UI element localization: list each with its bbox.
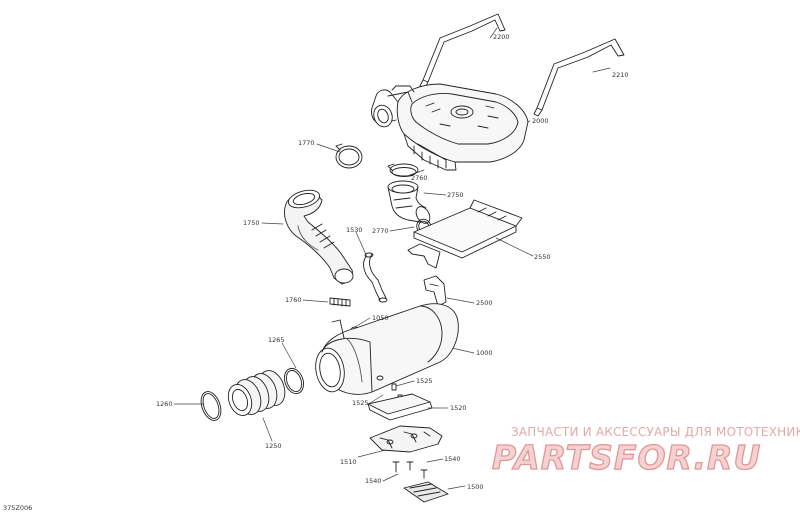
- callout-1510: 1510: [340, 458, 357, 466]
- bracket-2500: [423, 275, 447, 307]
- callout-2750: 2750: [447, 191, 464, 199]
- watermark-tagline: ЗАПЧАСТИ И АКСЕССУАРЫ ДЛЯ МОТОТЕХНИКИ: [511, 425, 800, 439]
- callout-1260: 1260: [156, 400, 173, 408]
- callout-1500: 1500: [467, 483, 484, 491]
- callout-1525-bottom: 1525: [352, 399, 369, 407]
- callout-1520: 1520: [450, 404, 467, 412]
- hose-1530: [363, 252, 388, 303]
- callout-1265: 1265: [268, 336, 285, 344]
- diagram-code: 375Z006: [3, 504, 33, 512]
- callout-2500: 2500: [476, 299, 493, 307]
- watermark-logo: PARTSFOR.RU: [491, 437, 762, 477]
- clamp-2760: [387, 163, 419, 177]
- airbox-2000: [371, 83, 529, 171]
- bracket-1510: [369, 425, 443, 453]
- leader-lines: [173, 27, 611, 490]
- callout-1760: 1760: [285, 296, 302, 304]
- strap-2210: [533, 38, 625, 117]
- callout-1050: 1050: [372, 314, 389, 322]
- muffler-1000: [315, 303, 459, 395]
- callout-2000: 2000: [532, 117, 549, 125]
- elbow-2750: [387, 180, 431, 224]
- callout-1525-top: 1525: [416, 377, 433, 385]
- callout-2210: 2210: [612, 71, 629, 79]
- callout-1540-left: 1540: [365, 477, 382, 485]
- clamp-1770: [335, 143, 363, 169]
- callout-2760: 2760: [411, 174, 428, 182]
- callout-1770: 1770: [298, 139, 315, 147]
- clamp-1265: [283, 367, 305, 395]
- duct-1750: [284, 189, 354, 285]
- shield-1520: [367, 393, 433, 421]
- callout-1000: 1000: [476, 349, 493, 357]
- callout-1250: 1250: [265, 442, 282, 450]
- plate-1500: [403, 481, 449, 503]
- clamp-1760: [329, 297, 351, 307]
- bolts-1540: [392, 461, 428, 479]
- strap-2200: [419, 13, 506, 89]
- coupler-1250: [227, 370, 286, 416]
- callout-1540-right: 1540: [444, 455, 461, 463]
- clamp-1260: [200, 391, 222, 421]
- callout-2770: 2770: [372, 227, 389, 235]
- callout-2200: 2200: [493, 33, 510, 41]
- callout-1750: 1750: [243, 219, 260, 227]
- tray-2550: [407, 199, 523, 269]
- callout-2550: 2550: [534, 253, 551, 261]
- callout-1530: 1530: [346, 226, 363, 234]
